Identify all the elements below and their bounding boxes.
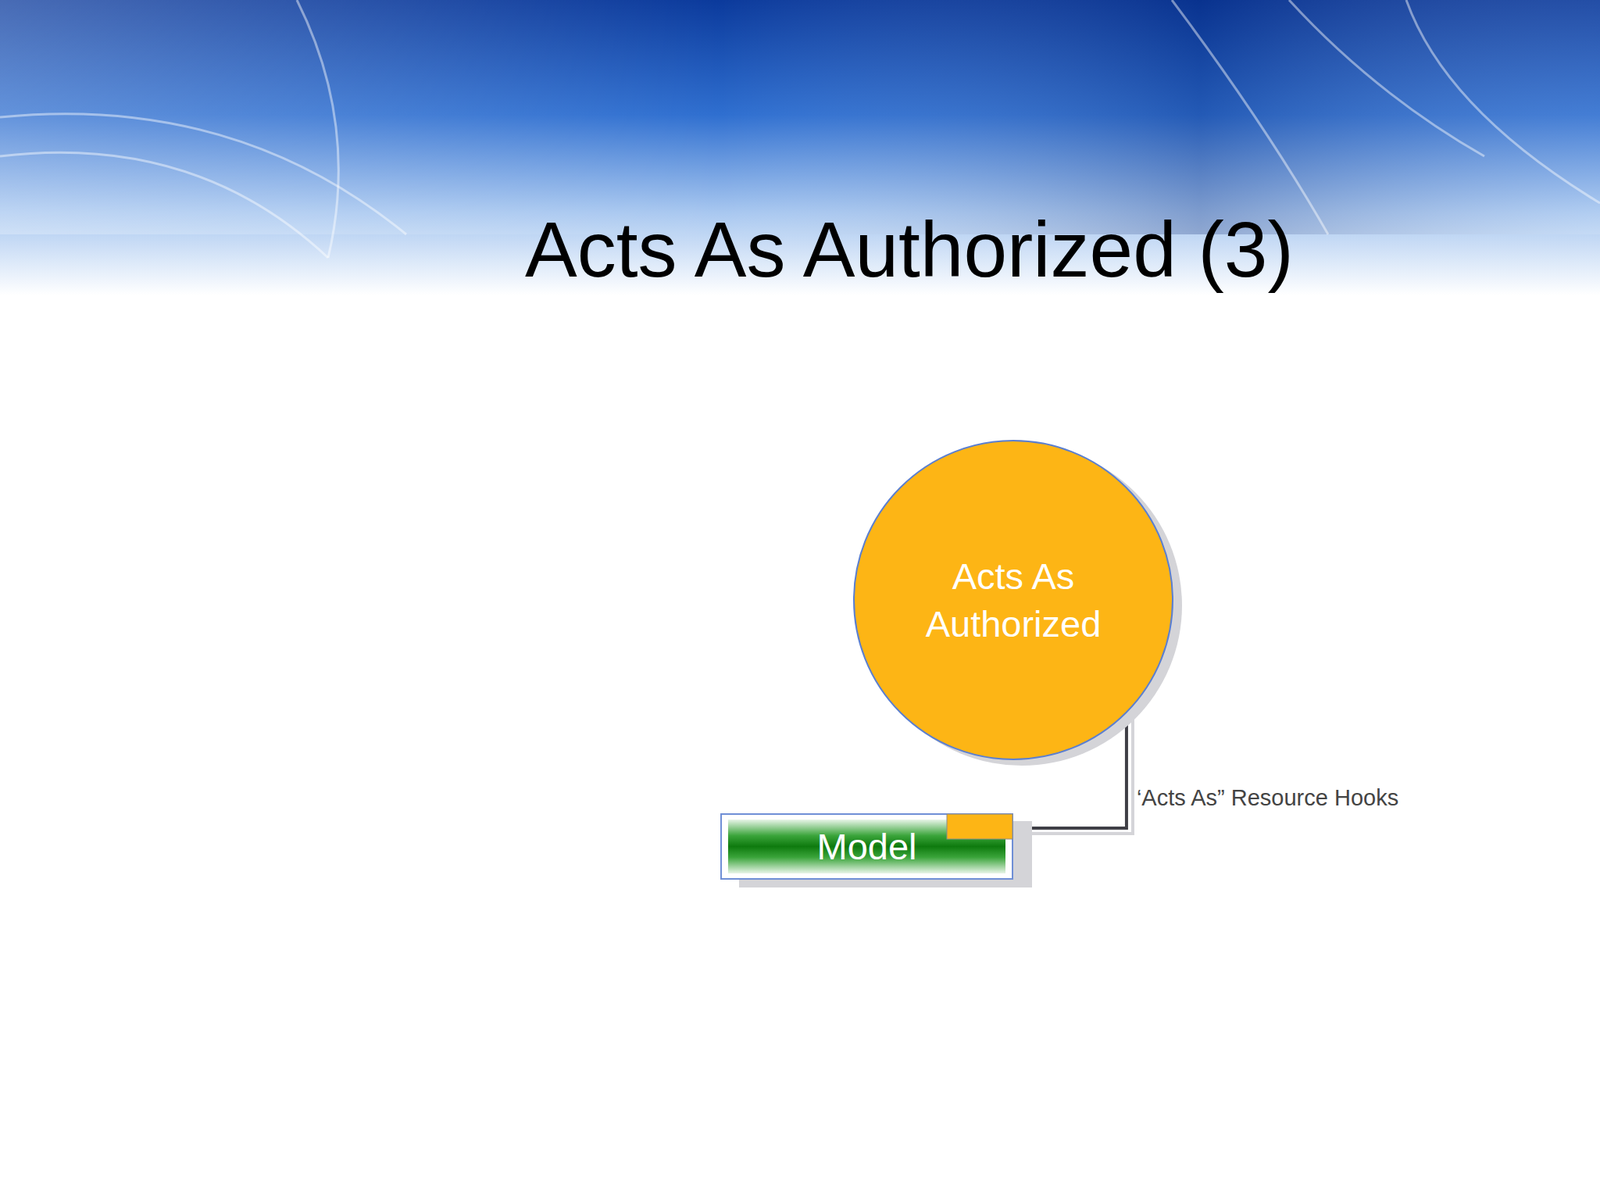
circle-fill (853, 440, 1173, 760)
circle-label: Acts As Authorized (900, 552, 1127, 648)
box-label: Model (816, 825, 917, 868)
slide-title: Acts As Authorized (3) (525, 204, 1294, 295)
hook-port (946, 814, 1013, 840)
model-box: Model (720, 813, 1014, 880)
component-circle: Acts As Authorized (853, 439, 1174, 761)
connector-label: ‘Acts As” Resource Hooks (1134, 785, 1401, 811)
box-border (721, 814, 1013, 879)
